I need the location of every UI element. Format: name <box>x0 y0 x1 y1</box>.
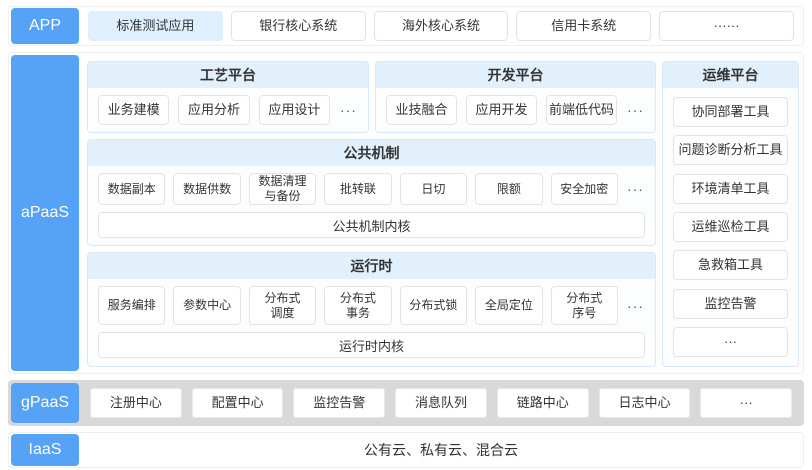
platform-item: 应用开发 <box>466 95 537 125</box>
app-item-ellipsis: ······ <box>659 11 794 41</box>
mechanism-item: 数据清理 与备份 <box>248 173 317 205</box>
mechanism-item: 限额 <box>475 173 543 205</box>
runtime-title: 运行时 <box>88 253 655 279</box>
common-mechanism-kernel: 公共机制内核 <box>98 212 645 238</box>
app-item: 海外核心系统 <box>373 11 509 41</box>
dev-platform-title: 开发平台 <box>376 62 655 88</box>
craft-platform-title: 工艺平台 <box>88 62 368 88</box>
runtime-item: 参数中心 <box>173 286 241 325</box>
mechanism-item: 数据供数 <box>173 173 241 205</box>
mechanism-item: 日切 <box>399 173 468 205</box>
craft-platform-panel: 工艺平台 业务建模 应用分析 应用设计 ··· <box>87 61 369 133</box>
runtime-item: 服务编排 <box>98 286 166 325</box>
app-layer-badge: APP <box>11 8 79 44</box>
dev-platform-panel: 开发平台 业技融合 应用开发 前端低代码 ··· <box>375 61 656 133</box>
mechanism-item: 数据副本 <box>98 173 166 205</box>
more-ellipsis: ··· <box>626 297 644 314</box>
common-mechanism-body: 数据副本 数据供数 数据清理 与备份 批转联 日切 限额 安全加密 ··· 公共… <box>88 166 655 245</box>
runtime-body: 服务编排 参数中心 分布式 调度 分布式 事务 分布式锁 全局定位 分布式 序号… <box>88 279 655 366</box>
ops-tool-item: 问题诊断分析工具 <box>673 135 788 166</box>
runtime-item: 全局定位 <box>475 286 543 325</box>
ops-tool-item: 环境清单工具 <box>673 173 788 204</box>
mechanism-item: 安全加密 <box>550 173 618 205</box>
ops-tool-item: 监控告警 <box>673 288 788 319</box>
runtime-item: 分布式 事务 <box>324 286 392 325</box>
ops-platform-items: 协同部署工具 问题诊断分析工具 环境清单工具 运维巡检工具 急救箱工具 监控告警… <box>663 88 798 366</box>
gpaas-item: 注册中心 <box>90 388 182 418</box>
platform-item: 业技融合 <box>386 95 457 125</box>
apaas-layer-row: aPaaS 工艺平台 业务建模 应用分析 应用设计 ··· 开发平台 业技融合 … <box>8 52 804 374</box>
platform-item: 应用分析 <box>178 95 250 125</box>
gpaas-item: 消息队列 <box>395 388 487 418</box>
runtime-panel: 运行时 服务编排 参数中心 分布式 调度 分布式 事务 分布式锁 全局定位 分布… <box>87 252 656 367</box>
app-item-selected: 标准测试应用 <box>88 11 223 41</box>
gpaas-item: 日志中心 <box>598 388 691 418</box>
runtime-item: 分布式 调度 <box>248 286 317 325</box>
iaas-content: 公有云、私有云、混合云 <box>364 442 518 458</box>
ops-platform-panel: 运维平台 协同部署工具 问题诊断分析工具 环境清单工具 运维巡检工具 急救箱工具… <box>662 61 799 367</box>
common-mechanism-title: 公共机制 <box>88 140 655 166</box>
platform-item: 业务建模 <box>98 95 170 125</box>
app-items: 标准测试应用 银行核心系统 海外核心系统 信用卡系统 ······ <box>88 11 794 41</box>
gpaas-item: 监控告警 <box>293 388 386 418</box>
gpaas-layer-badge: gPaaS <box>11 383 79 423</box>
ops-tool-item-ellipsis: ··· <box>673 326 788 357</box>
runtime-item: 分布式锁 <box>399 286 468 325</box>
runtime-item: 分布式 序号 <box>550 286 618 325</box>
ops-tool-item: 协同部署工具 <box>673 97 788 127</box>
dev-platform-items: 业技融合 应用开发 前端低代码 ··· <box>376 88 655 132</box>
common-mechanism-items: 数据副本 数据供数 数据清理 与备份 批转联 日切 限额 安全加密 ··· <box>98 173 645 205</box>
more-ellipsis: ··· <box>627 102 644 118</box>
iaas-layer-row: IaaS 公有云、私有云、混合云 <box>8 432 804 468</box>
gpaas-item: 链路中心 <box>496 388 589 418</box>
common-mechanism-panel: 公共机制 数据副本 数据供数 数据清理 与备份 批转联 日切 限额 安全加密 ·… <box>87 139 656 246</box>
craft-platform-items: 业务建模 应用分析 应用设计 ··· <box>88 88 368 132</box>
runtime-kernel: 运行时内核 <box>98 332 645 358</box>
gpaas-items: 注册中心 配置中心 监控告警 消息队列 链路中心 日志中心 ··· <box>90 388 793 418</box>
apaas-layer-badge: aPaaS <box>11 55 79 371</box>
mechanism-item: 批转联 <box>324 173 392 205</box>
more-ellipsis: ··· <box>339 102 357 118</box>
more-ellipsis: ··· <box>626 181 644 197</box>
ops-tool-item: 运维巡检工具 <box>673 211 788 242</box>
runtime-items: 服务编排 参数中心 分布式 调度 分布式 事务 分布式锁 全局定位 分布式 序号… <box>98 286 645 325</box>
iaas-layer-badge: IaaS <box>11 434 79 466</box>
app-item: 银行核心系统 <box>230 11 366 41</box>
gpaas-item-ellipsis: ··· <box>700 388 793 418</box>
gpaas-layer-row: gPaaS 注册中心 配置中心 监控告警 消息队列 链路中心 日志中心 ··· <box>8 380 804 426</box>
platform-item: 应用设计 <box>258 95 330 125</box>
platform-item: 前端低代码 <box>546 95 617 125</box>
app-layer-row: APP 标准测试应用 银行核心系统 海外核心系统 信用卡系统 ······ <box>8 6 804 46</box>
ops-tool-item: 急救箱工具 <box>673 250 788 281</box>
app-item: 信用卡系统 <box>516 11 652 41</box>
gpaas-item: 配置中心 <box>191 388 284 418</box>
ops-platform-title: 运维平台 <box>663 62 798 88</box>
